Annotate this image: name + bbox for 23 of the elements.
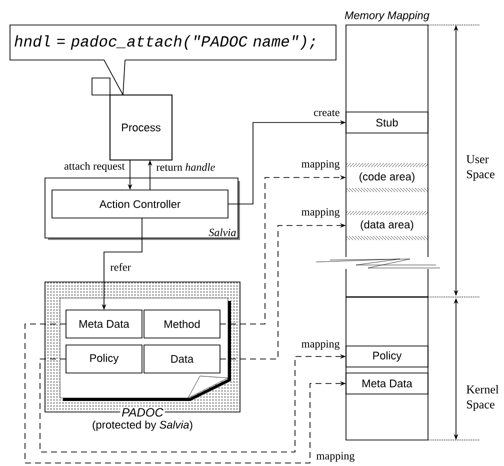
code-callout: hndl = padoc_attach("PADOC name"); — [10, 24, 336, 96]
edge-label: mapping — [300, 159, 341, 171]
edge-label: refer — [109, 262, 132, 272]
node-label: (protected by Salvia) — [92, 420, 192, 431]
memory-region: Policy — [346, 346, 428, 368]
memory-region: Meta Data — [346, 372, 428, 394]
hatched-region: (code area) — [360, 172, 414, 183]
edge-label: return handle — [155, 162, 216, 172]
node-label: Memory Mapping — [344, 11, 430, 22]
edge-label: mapping — [315, 451, 356, 463]
edge-label: mapping — [300, 207, 341, 219]
process-box: Action Controller — [52, 190, 228, 218]
hatched-region: (data area) — [360, 220, 414, 231]
edge-label: mapping — [300, 339, 341, 351]
field-box: Meta Data — [66, 310, 142, 338]
edge-label: attach request — [63, 161, 126, 173]
memory-region: Stub — [346, 112, 428, 134]
region-label: Kernel Space — [466, 385, 499, 411]
region-label: User Space — [466, 155, 494, 181]
field-box: Policy — [66, 344, 142, 374]
field-box: Method — [144, 310, 220, 338]
field-box: Data — [144, 344, 220, 374]
edge-label: create — [312, 108, 341, 118]
